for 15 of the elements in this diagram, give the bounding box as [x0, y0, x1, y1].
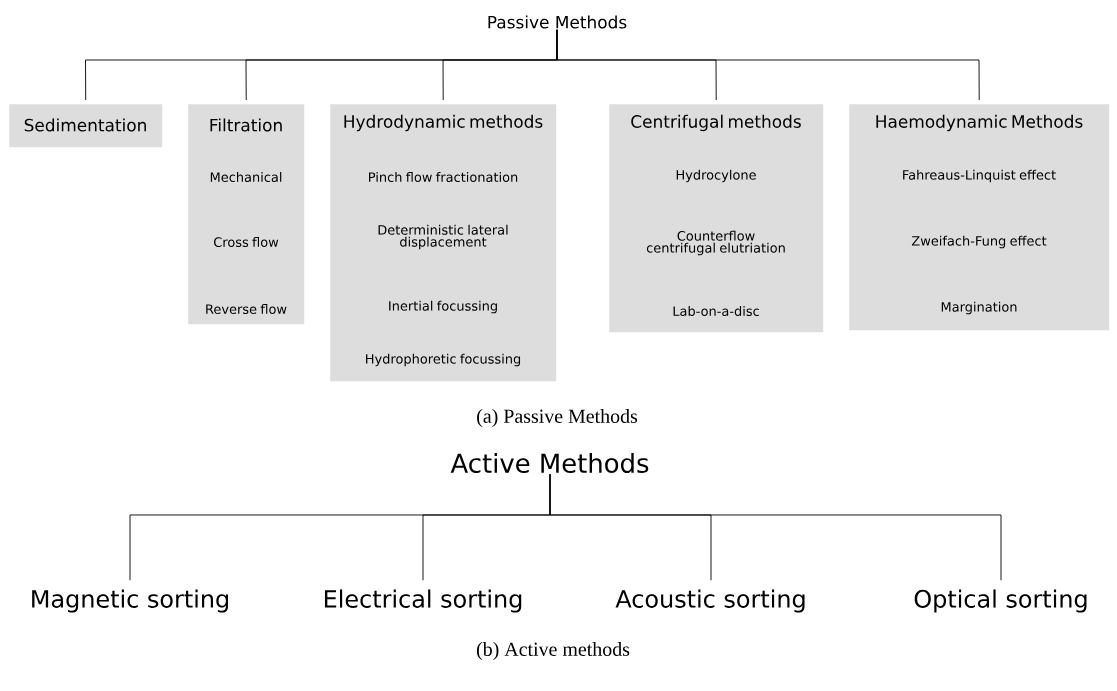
- caption: (a) Passive Methods: [477, 408, 638, 427]
- connector-line: [556, 29, 980, 101]
- category-box: Filtration Mechanical Cross flow Reverse flow: [188, 104, 305, 325]
- category-label: Acoustic sorting: [615, 589, 805, 613]
- tree-root-label: Passive Methods: [488, 15, 627, 29]
- category-label: Magnetic sorting: [32, 589, 228, 613]
- connector-line: [549, 473, 1002, 581]
- caption: (b) Active methods: [476, 641, 630, 660]
- tree-root-label: Active Methods: [450, 452, 649, 473]
- category-label: Optical sorting: [914, 589, 1087, 613]
- category-label: Electrical sorting: [324, 589, 522, 613]
- category-box: Centrifugal methods Hydrocylone Counterflow centrifugal elutriation Lab-on-a-disc: [609, 104, 824, 333]
- category-box: Haemodynamic Methods Fahreaus-Linquist effect Zweifach-Fung effect Margination: [849, 104, 1110, 331]
- category-box: Sedimentation: [9, 104, 163, 148]
- category-box: Hydrodynamic methods Pinch flow fractionation Deterministic lateral displacement Inertial focussing Hydrophoretic focussing: [330, 104, 557, 382]
